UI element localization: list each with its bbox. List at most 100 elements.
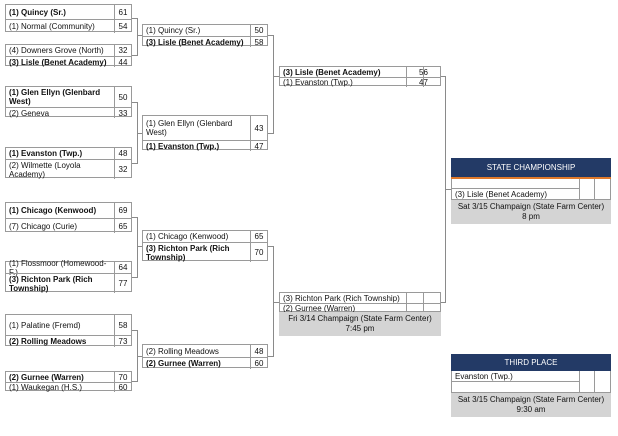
round1-team-row: (1) Quincy (Sr.)61 — [6, 5, 131, 19]
round1-team-score: 69 — [114, 203, 131, 218]
third-place-info: Sat 3/15 Champaign (State Farm Center) 9… — [451, 393, 611, 417]
semifinal-team-name: (3) Richton Park (Rich Township) — [283, 293, 400, 303]
championship-info: Sat 3/15 Champaign (State Farm Center) 8… — [451, 200, 611, 224]
bracket-connector — [445, 189, 451, 190]
third-place-team-bottom — [452, 382, 579, 393]
semifinal-team-score — [406, 304, 440, 313]
round1-team-score: 44 — [114, 57, 131, 67]
round2-team-name: (1) Glen Ellyn (Glenbard West) — [146, 119, 233, 137]
bracket-connector — [132, 381, 137, 382]
bracket-connector — [441, 76, 445, 77]
round1-team-row: (3) Lisle (Benet Academy)44 — [6, 56, 131, 67]
round1-team-name: (7) Chicago (Curie) — [9, 221, 78, 231]
round2-matchup: (1) Glen Ellyn (Glenbard West)43(1) Evan… — [142, 115, 268, 151]
bracket-connector — [137, 132, 142, 134]
round1-team-row: (2) Wilmette (Loyola Academy) 32 — [6, 159, 131, 179]
bracket-connector — [268, 132, 273, 134]
round1-team-row: (1) Waukegan (H.S.) 60 — [6, 382, 131, 392]
bracket-connector — [132, 101, 137, 103]
round1-team-score: 32 — [114, 160, 131, 179]
round2-team-row: (1) Glen Ellyn (Glenbard West)43 — [143, 116, 267, 140]
semifinal-game-info: Fri 3/14 Champaign (State Farm Center) 7… — [279, 312, 441, 336]
round1-matchup: (1) Glen Ellyn (Glenbard West)50(2) Gene… — [5, 86, 132, 118]
round1-matchup: (1) Quincy (Sr.)61(1) Normal (Community)… — [5, 4, 132, 33]
round1-matchup: (4) Downers Grove (North)32(3) Lisle (Be… — [5, 44, 132, 67]
round1-team-name: (3) Richton Park (Rich Township) — [9, 274, 93, 293]
round1-team-score: 70 — [114, 372, 131, 382]
round1-team-name: (1) Palatine (Fremd) — [9, 320, 81, 330]
round1-team-name: (1) Chicago (Kenwood) — [9, 206, 97, 215]
bracket-connector — [132, 217, 137, 218]
round1-team-name: (1) Quincy (Sr.) — [9, 7, 66, 17]
round1-team-score: 50 — [114, 87, 131, 107]
third-place-title: THIRD PLACE — [504, 358, 558, 367]
round2-team-name: (1) Chicago (Kenwood) — [146, 232, 229, 241]
semifinal-team-row: (3) Lisle (Benet Academy)56 — [280, 67, 440, 77]
championship-matchup: (3) Lisle (Benet Academy) — [451, 179, 611, 200]
round1-team-score: 33 — [114, 108, 131, 118]
round1-team-name: (2) Rolling Meadows — [9, 337, 87, 346]
semifinal-team-row: (3) Richton Park (Rich Township) — [280, 293, 440, 303]
third-place-header: THIRD PLACE — [451, 354, 611, 371]
bracket-connector — [137, 356, 142, 357]
round2-team-score: 48 — [250, 345, 267, 357]
round1-team-row: (1) Glen Ellyn (Glenbard West)50 — [6, 87, 131, 107]
round2-team-score: 47 — [250, 141, 267, 151]
round2-matchup: (1) Chicago (Kenwood)65(3) Richton Park … — [142, 230, 268, 262]
round1-team-row: (1) Palatine (Fremd) 58 — [6, 315, 131, 335]
round1-team-name: (1) Flossmoor (Homewood-F.) — [9, 258, 107, 277]
round1-matchup: (1) Flossmoor (Homewood-F.)64(3) Richton… — [5, 259, 132, 293]
bracket-connector — [132, 330, 137, 331]
round1-team-score: 64 — [114, 262, 131, 273]
third-place-score-col — [579, 371, 595, 392]
round1-team-score: 73 — [114, 336, 131, 347]
championship-accent-bar — [451, 177, 611, 179]
round1-team-row: (7) Chicago (Curie) 65 — [6, 218, 131, 233]
championship-team-top — [452, 179, 579, 189]
third-place-matchup: Evanston (Twp.) — [451, 371, 611, 393]
round1-team-row: (1) Normal (Community)54 — [6, 19, 131, 33]
round1-team-name: (2) Geneva — [9, 108, 50, 118]
round2-team-row: (1) Evanston (Twp.) 47 — [143, 140, 267, 151]
round1-team-row: (2) Gurnee (Warren) 70 — [6, 372, 131, 382]
round1-team-name: (2) Wilmette (Loyola Academy) — [9, 160, 81, 179]
round1-team-row: (2) Geneva 33 — [6, 107, 131, 118]
semifinal-matchup: (3) Lisle (Benet Academy)56(1) Evanston … — [279, 66, 441, 87]
round1-team-name: (1) Waukegan (H.S.) — [9, 383, 83, 392]
round2-team-row: (3) Lisle (Benet Academy)58 — [143, 36, 267, 47]
round2-team-row: (1) Quincy (Sr.)50 — [143, 25, 267, 36]
round2-team-score: 60 — [250, 358, 267, 369]
round1-team-score: 65 — [114, 219, 131, 233]
semifinal-matchup: (3) Richton Park (Rich Township)(2) Gurn… — [279, 292, 441, 313]
round1-matchup: (1) Palatine (Fremd) 58 (2) Rolling Meadow… — [5, 314, 132, 347]
round2-team-name: (2) Gurnee (Warren) — [146, 359, 221, 368]
round1-team-row: (1) Flossmoor (Homewood-F.) 64 — [6, 259, 131, 277]
round1-team-name: (2) Gurnee (Warren) — [9, 372, 84, 382]
semifinal-team-row: (1) Evanston (Twp.)47 — [280, 77, 440, 87]
bracket-connector — [441, 302, 445, 303]
semifinal-team-score: 56 — [406, 67, 440, 77]
bracket-connector — [273, 35, 274, 134]
round1-team-name: (1) Normal (Community) — [9, 22, 95, 31]
bracket-connector — [137, 245, 142, 247]
bracket-connector — [132, 162, 137, 164]
bracket-connector — [137, 35, 142, 36]
third-place-team-top: Evanston (Twp.) — [452, 371, 579, 382]
round1-team-row: (3) Richton Park (Rich Township) 77 — [6, 273, 131, 293]
round2-team-score: 65 — [250, 231, 267, 242]
bracket-connector — [132, 18, 137, 19]
round1-team-name: (1) Evanston (Twp.) — [9, 149, 83, 158]
championship-score-col-1 — [579, 179, 595, 199]
round1-team-score: 77 — [114, 274, 131, 293]
round1-team-row: (1) Evanston (Twp.)48 — [6, 148, 131, 159]
round1-team-score: 58 — [114, 315, 131, 335]
semifinal-team-row: (2) Gurnee (Warren) — [280, 303, 440, 313]
round1-team-row: (4) Downers Grove (North)32 — [6, 45, 131, 56]
round2-team-name: (1) Evanston (Twp.) — [146, 141, 220, 151]
round1-team-score: 60 — [114, 383, 131, 392]
round1-team-row: (1) Chicago (Kenwood) 69 — [6, 203, 131, 218]
championship-title: STATE CHAMPIONSHIP — [486, 163, 576, 172]
round2-matchup: (1) Quincy (Sr.)50(3) Lisle (Benet Acade… — [142, 24, 268, 47]
round2-team-score: 50 — [250, 25, 267, 36]
